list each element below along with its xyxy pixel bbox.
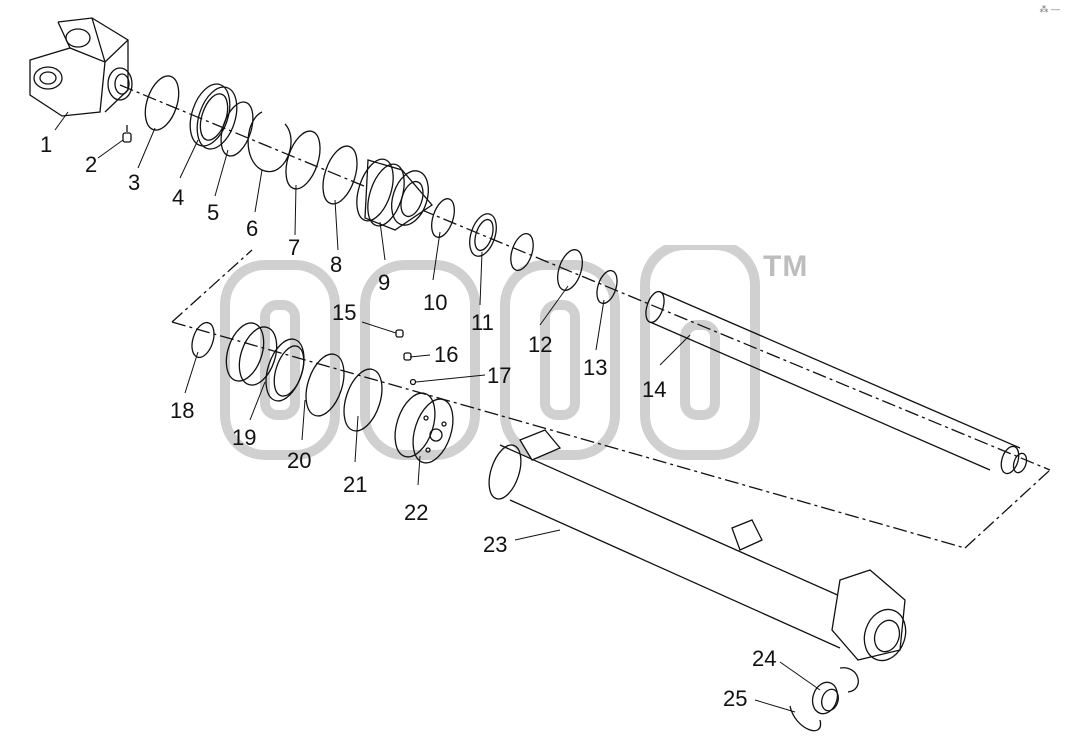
corner-mark: ⁂ — <box>1039 4 1060 14</box>
callout-24: 24 <box>752 646 776 671</box>
axis-connector-right <box>964 469 1051 549</box>
watermark-tm: TM <box>763 250 809 283</box>
leader-lines <box>54 111 821 713</box>
callout-1: 1 <box>40 132 52 157</box>
callout-3: 3 <box>128 170 140 195</box>
callout-25: 25 <box>723 686 747 711</box>
rod-axis <box>119 84 1051 471</box>
callout-10: 10 <box>423 290 447 315</box>
wiper-part-10 <box>431 198 455 238</box>
ring-part-5 <box>220 101 254 157</box>
gland-head-part-9 <box>356 158 433 231</box>
part-17 <box>409 378 417 386</box>
seal-part-19 <box>225 322 278 386</box>
callout-labels: 1 2 3 4 5 6 7 8 9 10 11 12 13 14 15 16 1… <box>40 132 776 711</box>
callout-19: 19 <box>232 425 256 450</box>
callout-8: 8 <box>330 252 342 277</box>
callout-9: 9 <box>378 270 390 295</box>
callout-15: 15 <box>332 300 356 325</box>
cylinder-axis <box>171 321 966 549</box>
callout-17: 17 <box>487 363 511 388</box>
callout-6: 6 <box>246 216 258 241</box>
split-ring-part-6 <box>247 111 292 173</box>
ring-part-12 <box>557 249 583 291</box>
callout-13: 13 <box>583 355 607 380</box>
watermark-logo <box>220 245 760 460</box>
callout-14: 14 <box>642 377 666 402</box>
o-ring-part-7 <box>285 130 321 190</box>
cylinder-tube-part-23 <box>488 429 907 662</box>
callout-11: 11 <box>471 310 494 335</box>
part-15 <box>395 329 404 338</box>
callout-20: 20 <box>287 448 311 473</box>
ring-part-3 <box>144 75 180 131</box>
callout-16: 16 <box>434 342 458 367</box>
ring-part-13 <box>596 269 618 305</box>
callout-21: 21 <box>343 472 367 497</box>
callout-5: 5 <box>207 200 219 225</box>
seal-part-11 <box>469 213 497 257</box>
bushing-part-24 <box>811 667 859 715</box>
callout-23: 23 <box>483 532 507 557</box>
clevis-eye-part-1 <box>29 17 133 117</box>
piston-part-22 <box>394 392 454 464</box>
ring-part-unlabeled <box>510 233 534 271</box>
callout-22: 22 <box>404 500 428 525</box>
snap-ring-part-25 <box>789 705 822 732</box>
callout-2: 2 <box>85 152 97 177</box>
ring-part-21b <box>343 368 383 432</box>
callout-12: 12 <box>528 332 552 357</box>
callout-7: 7 <box>288 235 300 260</box>
ring-part-8 <box>322 145 358 205</box>
bushing-part-4 <box>189 83 238 150</box>
callout-4: 4 <box>172 185 184 210</box>
seal-part-20 <box>265 338 305 402</box>
callout-18: 18 <box>170 398 194 423</box>
part-16 <box>403 352 412 361</box>
piston-rod-part-14 <box>645 290 1028 475</box>
grease-fitting-part-2 <box>122 125 132 143</box>
ring-part-18 <box>191 321 215 359</box>
ring-part-21 <box>305 353 345 417</box>
axis-connector-left <box>171 249 253 323</box>
